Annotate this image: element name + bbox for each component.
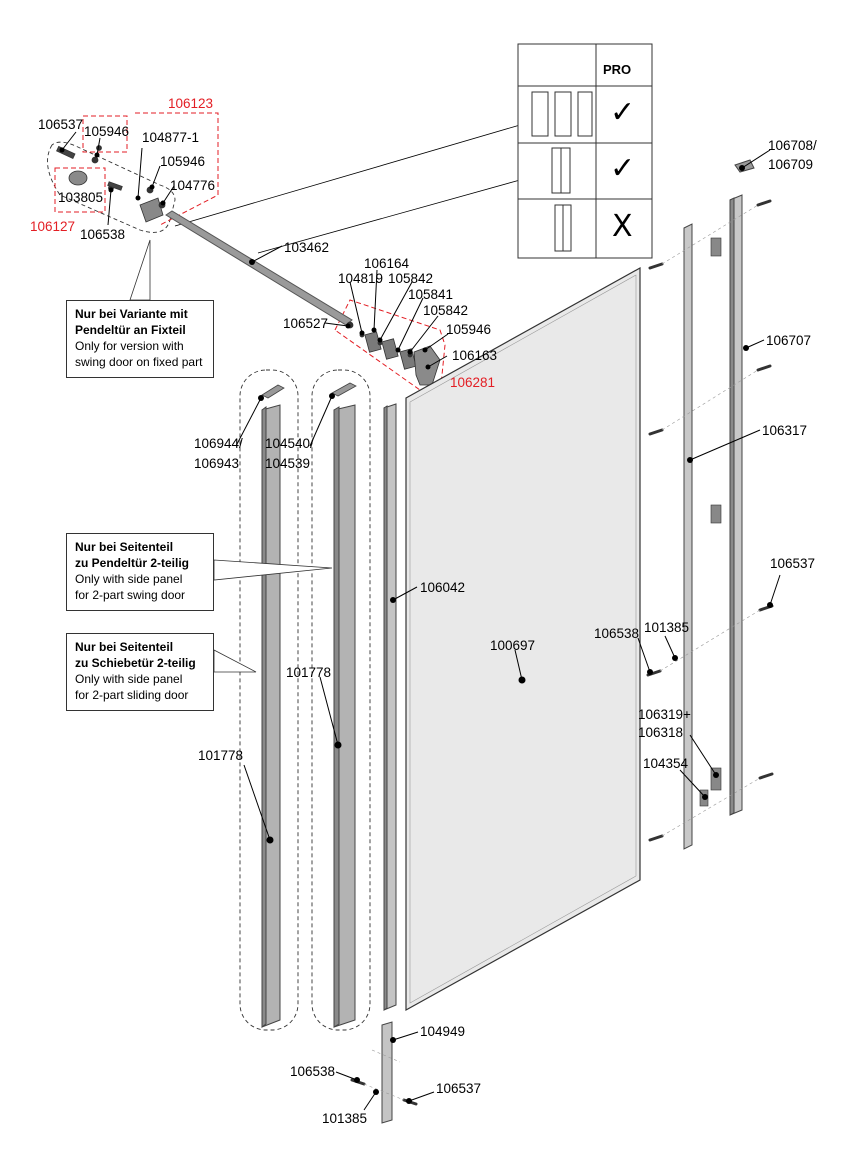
part-label-104819: 104819 — [338, 271, 384, 286]
part-label-106709: 106709 — [768, 157, 814, 172]
note-text-line1: Only for version with — [75, 339, 184, 353]
dashed-groups — [47, 141, 371, 1031]
note-title-line1: Nur bei Variante mit — [75, 307, 188, 321]
part-label-106538: 106538 — [594, 626, 640, 641]
compat-table-icons — [531, 91, 593, 252]
part-label-100697: 100697 — [490, 638, 536, 653]
note-title-line1: Nur bei Seitenteil — [75, 640, 174, 654]
part-label-105946: 105946 — [84, 124, 130, 139]
note-text-line2: swing door on fixed part — [75, 355, 203, 369]
part-label-106127: 106127 — [30, 219, 76, 234]
note-swing-door-fixed-part: Nur bei Variante mit Pendeltür an Fixtei… — [66, 300, 214, 378]
part-label-104949: 104949 — [420, 1024, 466, 1039]
note-side-panel-swing-door: Nur bei Seitenteil zu Pendeltür 2-teilig… — [66, 533, 214, 611]
part-label-104540: 104540/ — [265, 436, 314, 451]
part-label-105946: 105946 — [160, 154, 206, 169]
table-callout-lines — [174, 124, 521, 254]
part-label-106527: 106527 — [283, 316, 329, 331]
part-label-106537: 106537 — [770, 556, 816, 571]
profile-caps — [261, 382, 357, 399]
part-label-106707: 106707 — [766, 333, 812, 348]
glass-panel — [405, 266, 641, 1012]
part-label-106944: 106944/ — [194, 436, 243, 451]
note-text-line2: for 2-part sliding door — [75, 688, 189, 702]
part-label-106318: 106318 — [638, 725, 684, 740]
part-label-106943: 106943 — [194, 456, 240, 471]
note-title-line2: zu Pendeltür 2-teilig — [75, 556, 190, 570]
wall-profiles — [683, 159, 755, 850]
part-label-106123: 106123 — [168, 96, 214, 111]
leader-dots — [59, 147, 773, 1104]
part-label-105946: 105946 — [446, 322, 492, 337]
part-label-106708: 106708/ — [768, 138, 817, 153]
part-label-106319: 106319+ — [638, 707, 691, 722]
part-label-101778: 101778 — [286, 665, 332, 680]
note-side-panel-sliding-door: Nur bei Seitenteil zu Schiebetür 2-teili… — [66, 633, 214, 711]
part-label-101385: 101385 — [644, 620, 690, 635]
part-label-104877-1: 104877-1 — [142, 130, 200, 145]
compat-table — [517, 43, 653, 259]
part-label-103805: 103805 — [58, 190, 104, 205]
compat-mark-row2: ✓ — [610, 151, 636, 186]
leader-lines — [61, 131, 781, 1111]
wall-brackets — [699, 237, 722, 807]
part-label-105842: 105842 — [388, 271, 434, 286]
top-rail — [165, 210, 353, 326]
part-label-104539: 104539 — [265, 456, 311, 471]
part-label-104776: 104776 — [170, 178, 216, 193]
part-label-106281: 106281 — [450, 375, 496, 390]
note-text-line2: for 2-part swing door — [75, 588, 186, 602]
hinge-parts — [56, 145, 166, 223]
part-label-106537: 106537 — [38, 117, 84, 132]
note-title-line1: Nur bei Seitenteil — [75, 540, 174, 554]
part-label-106164: 106164 — [364, 256, 410, 271]
compat-table-header: PRO — [603, 62, 632, 77]
part-label-106538: 106538 — [80, 227, 126, 242]
part-label-106163: 106163 — [452, 348, 498, 363]
part-label-106042: 106042 — [420, 580, 466, 595]
part-label-103462: 103462 — [284, 240, 330, 255]
part-label-106317: 106317 — [762, 423, 808, 438]
part-label-101385: 101385 — [322, 1111, 368, 1126]
note-text-line1: Only with side panel — [75, 672, 183, 686]
axis-lines — [363, 204, 761, 1101]
part-label-101778: 101778 — [198, 748, 244, 763]
part-label-105842: 105842 — [423, 303, 469, 318]
part-label-106537: 106537 — [436, 1081, 482, 1096]
note-text-line1: Only with side panel — [75, 572, 183, 586]
red-dashed-groups — [54, 112, 446, 396]
part-label-106538: 106538 — [290, 1064, 336, 1079]
vertical-profiles — [261, 403, 397, 1124]
note-title-line2: Pendeltür an Fixteil — [75, 323, 186, 337]
compat-mark-row1: ✓ — [610, 95, 636, 130]
compat-mark-row3: X — [612, 209, 633, 244]
part-label-105841: 105841 — [408, 287, 454, 302]
part-label-104354: 104354 — [643, 756, 689, 771]
note-title-line2: zu Schiebetür 2-teilig — [75, 656, 196, 670]
